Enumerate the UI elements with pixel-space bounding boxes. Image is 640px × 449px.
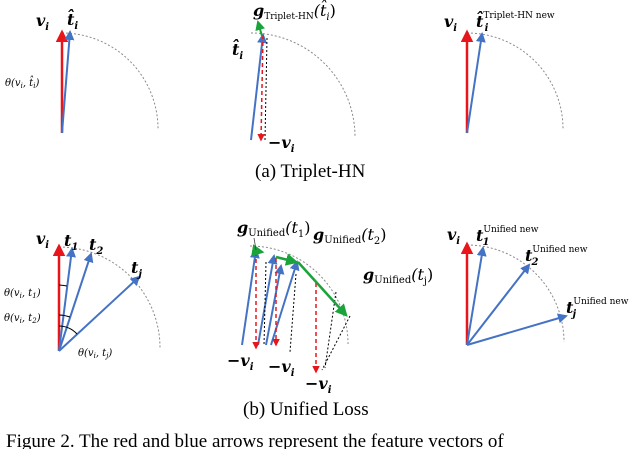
label-t: t̂	[232, 39, 240, 59]
negative-vector-t1	[241, 248, 260, 346]
unit-arc	[250, 32, 356, 138]
label-t1: t	[64, 231, 72, 250]
projection-guide	[264, 37, 268, 141]
angle-arc-2	[58, 314, 71, 318]
unit-arc	[466, 32, 564, 130]
updated-vector-t	[466, 32, 486, 134]
label-t: t̂	[67, 9, 75, 29]
svg-text:−vi: −vi	[305, 374, 332, 396]
svg-text:−vi: −vi	[227, 351, 254, 373]
svg-text:t̂i: t̂i	[67, 9, 78, 32]
panel-b-left: vi t1 t2 tj θ(vi, t1) θ(vi, t2) θ(vi, tj…	[4, 229, 161, 360]
gradient-vector-tj	[297, 261, 348, 317]
figure-caption: Figure 2. The red and blue arrows repres…	[6, 431, 504, 449]
label-neg-v-j: −v	[305, 374, 328, 393]
panel-b-middle: gUnified(t1) gUnified(t2) gUnified(tj) −…	[227, 218, 433, 396]
label-neg-v-2: −v	[268, 357, 291, 376]
svg-text:−vi: −vi	[268, 357, 295, 379]
label-neg-v-1: −v	[227, 351, 250, 370]
label-theta-2: θ(vi, t2)	[4, 313, 41, 325]
caption-a: (a) Triplet-HN	[255, 161, 366, 182]
angle-arc-j	[58, 325, 78, 335]
svg-text:vi: vi	[36, 11, 49, 33]
svg-text:t1: t1	[64, 231, 78, 253]
negative-vector-t2	[58, 252, 94, 352]
unit-arc	[58, 246, 161, 349]
label-neg-v: −v	[268, 133, 291, 152]
label-tj: t	[131, 258, 139, 277]
gradient-vector	[255, 20, 266, 37]
label-t2: t	[89, 235, 97, 254]
updated-vector-t1	[466, 246, 487, 346]
projection-guide	[263, 261, 267, 346]
label-v: v	[444, 12, 454, 31]
negative-anchor-vector	[257, 34, 265, 142]
label-g1: gUnified(t1)	[237, 218, 311, 240]
label-v: v	[36, 229, 46, 248]
gradient-vector-t1	[251, 244, 265, 257]
label-v: v	[447, 225, 457, 244]
negative-vector-tj	[58, 275, 141, 352]
panel-a-left: vi t̂i θ(vi, t̂i)	[5, 9, 159, 134]
negative-vector-tj	[270, 260, 300, 346]
projection-guide	[321, 315, 351, 371]
updated-vector-tj	[466, 313, 568, 346]
svg-text:−vi: −vi	[268, 133, 295, 155]
svg-text:vi: vi	[447, 225, 460, 247]
unit-arc	[249, 245, 349, 345]
angle-arc-1	[58, 284, 68, 287]
svg-text:vi: vi	[36, 229, 49, 251]
updated-vector-t2	[466, 263, 531, 346]
projection-guide	[324, 291, 337, 369]
caption-b: (b) Unified Loss	[243, 399, 369, 420]
negative-vector-t2b	[265, 264, 285, 346]
projection-guide	[289, 273, 297, 353]
label-theta-1: θ(vi, t1)	[4, 288, 41, 300]
gradient-vector-t2	[275, 253, 299, 266]
label-g2: gUnified(t2)	[313, 225, 387, 247]
label-v: v	[36, 11, 46, 30]
svg-text:t̂i: t̂i	[232, 39, 243, 62]
hard-negative-vector-t	[250, 33, 268, 141]
panel-a-middle: gTriplet-HN(t̂i) t̂i −vi	[232, 0, 356, 155]
svg-text:tj: tj	[131, 258, 142, 280]
label-gj: gUnified(tj)	[363, 265, 433, 287]
label-gradient: gTriplet-HN(t̂i)	[253, 0, 336, 23]
svg-text:vi: vi	[444, 12, 457, 34]
label-theta-j: θ(vi, tj)	[78, 348, 112, 360]
unit-arc	[61, 32, 159, 130]
hard-negative-vector-t	[61, 30, 75, 134]
label-theta: θ(vi, t̂i)	[5, 76, 39, 90]
negative-vector-t2	[257, 254, 278, 346]
label-leader	[253, 237, 257, 251]
negative-vector-t1	[58, 247, 76, 352]
svg-text:t2: t2	[89, 235, 103, 257]
